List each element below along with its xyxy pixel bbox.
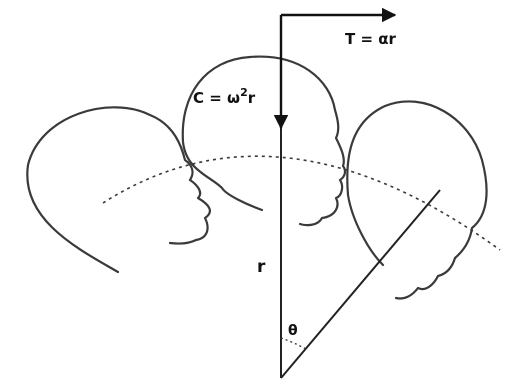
diagonal-radius-line [281, 190, 440, 378]
angle-arc [281, 338, 306, 349]
middle-head [183, 57, 345, 226]
angle-label: θ [288, 323, 298, 339]
right-head [347, 101, 486, 298]
tangential-label: T = αr [345, 30, 397, 48]
radius-label: r [257, 257, 266, 277]
centripetal-label: C = ω2r [193, 86, 256, 107]
rotation-arc [103, 156, 500, 250]
